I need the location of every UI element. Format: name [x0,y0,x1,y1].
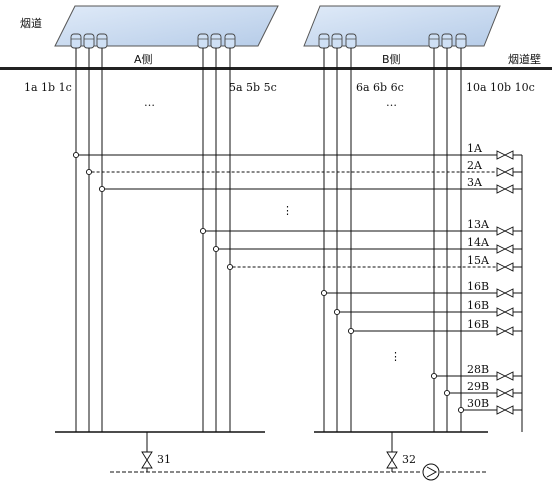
valve-label-11: 30B [467,397,489,410]
valve-body-6 [496,288,514,298]
probe-head-11 [455,33,467,49]
valve-11 [496,405,522,415]
probe-head-0 [70,33,82,49]
bottom-valve-1 [386,451,398,469]
tap-node-11 [457,406,465,414]
valve-label-0: 1A [467,142,483,155]
vellipsis-b: ⋮ [390,350,401,363]
ellipsis-a: … [144,96,155,109]
valve-label-7: 16B [467,299,489,312]
tap-node-4 [212,245,220,253]
vellipsis-mid: ⋮ [282,204,293,217]
valve-body-1 [496,167,514,177]
valve-body-7 [496,307,514,317]
tap-node-2 [98,185,106,193]
valve-body-5 [496,262,514,272]
tap-node-10 [443,389,451,397]
probe-head-9 [428,33,440,49]
valve-label-5: 15A [467,254,490,267]
tap-node-9 [430,372,438,380]
valve-body-0 [496,150,514,160]
valve-7 [496,307,522,317]
tap-node-1 [85,168,93,176]
valve-label-9: 28B [467,363,489,376]
valve-6 [496,288,522,298]
valve-body-3 [496,226,514,236]
flue-duct-a [54,5,279,47]
tap-node-5 [226,263,234,271]
valve-1 [496,167,522,177]
valve-body-9 [496,371,514,381]
probe-head-5 [224,33,236,49]
valve-label-8: 16B [467,318,489,331]
valve-8 [496,326,522,336]
flue-wall-label: 烟道壁 [508,52,541,66]
side-a-label: A侧 [134,53,153,66]
valve-body-10 [496,388,514,398]
valve-bank: 1A 2A 3A 13A 14A 15A 16B 16B 16B 28B 29B 30B [467,142,522,415]
valve-9 [496,371,522,381]
probe-group [70,33,467,49]
bottom-valve-label-1: 32 [402,453,416,466]
bottom-valve-label-0: 31 [157,453,171,466]
valve-0 [496,150,522,160]
valve-10 [496,388,522,398]
valve-label-2: 3A [467,176,483,189]
valve-5 [496,262,522,272]
probe-labels-10: 10a 10b 10c [466,81,535,94]
probe-head-4 [210,33,222,49]
pump-icon [422,463,440,481]
tap-node-0 [72,151,80,159]
valve-label-1: 2A [467,159,483,172]
valve-body-11 [496,405,514,415]
ellipsis-b: … [386,96,397,109]
side-b-label: B侧 [382,53,401,66]
probe-head-2 [96,33,108,49]
flue-label: 烟道 [20,16,42,30]
probe-head-3 [197,33,209,49]
tap-node-3 [199,227,207,235]
tap-node-6 [320,289,328,297]
valve-label-10: 29B [467,380,489,393]
valve-3 [496,226,522,236]
manifold-section: 31 32 [110,432,486,481]
probe-head-6 [318,33,330,49]
probe-labels-6: 6a 6b 6c [356,81,404,94]
tap-node-7 [333,308,341,316]
probe-head-10 [441,33,453,49]
valve-label-4: 14A [467,236,490,249]
pipe-network [55,48,523,433]
valve-label-6: 16B [467,280,489,293]
probe-labels-5: 5a 5b 5c [229,81,277,94]
probe-head-7 [331,33,343,49]
probe-head-8 [345,33,357,49]
tap-node-8 [347,327,355,335]
pump-arrow-icon [426,466,438,478]
valve-body-4 [496,244,514,254]
bottom-valve-0 [141,451,153,469]
probe-labels-1: 1a 1b 1c [24,81,72,94]
valve-body-8 [496,326,514,336]
valve-body-2 [496,184,514,194]
valve-4 [496,244,522,254]
flue-wall-line [0,67,552,70]
valve-label-3: 13A [467,218,490,231]
probe-head-1 [83,33,95,49]
valve-2 [496,184,522,194]
